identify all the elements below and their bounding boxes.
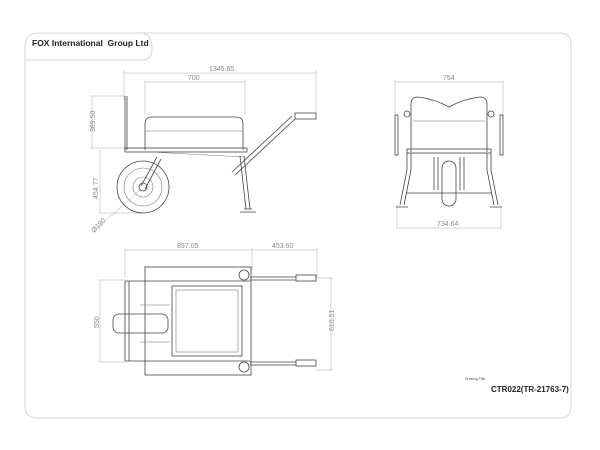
dim-wheel-diameter: Ø190: [90, 217, 107, 234]
dim-front-width-bottom: 734.64: [437, 221, 459, 228]
dim-handle-span: 610.51: [329, 309, 336, 331]
dim-backrest-height: 369.50: [90, 110, 97, 132]
title-tab: [24, 32, 153, 61]
top-view: 897.05 453.60 550 610.51: [94, 243, 336, 376]
dim-overall-length: 1345.65: [209, 66, 234, 73]
wheel-side: [116, 160, 170, 214]
dim-top-frame-length: 897.05: [177, 243, 199, 250]
sheet-border: [24, 32, 572, 419]
dim-inner-width: 550: [94, 316, 101, 328]
drawing-title-label: Drawing Title:: [465, 377, 487, 381]
company-name: FOX International Group Ltd: [32, 38, 149, 48]
drawing-title: CTR022(TR-21763-7): [491, 385, 569, 394]
dim-front-width-top: 754: [443, 75, 455, 82]
dim-tray-length: 700: [188, 75, 200, 82]
dim-handle-length: 453.60: [272, 243, 294, 250]
front-view: 754 734.64: [394, 75, 504, 230]
side-view: 1345.65 700 369.50 454.77 Ø190: [90, 66, 317, 234]
dim-wheel-height: 454.77: [93, 177, 100, 199]
